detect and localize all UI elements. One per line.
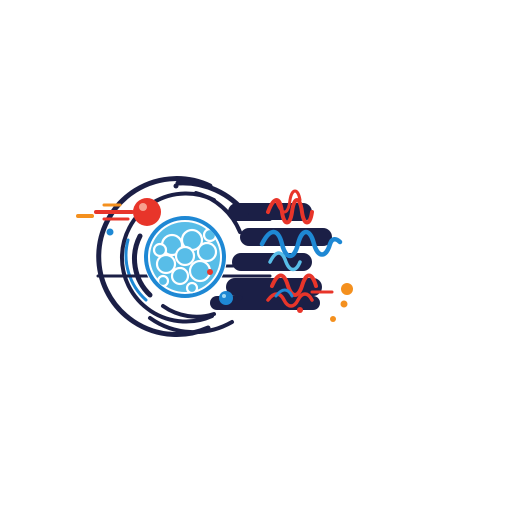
speed-dash [270,220,284,225]
orbit-ring-small [161,304,216,319]
orbit-ring-mid [120,191,216,324]
helix-red-lower [270,273,318,297]
particle-dot [340,300,348,308]
speed-dash [256,246,276,251]
particle-dot [106,228,114,236]
particle-dot [173,183,179,189]
orbit-ring-inner [132,233,153,298]
helix-blue-bottom [274,288,294,298]
helix-blue-mid [259,229,343,259]
particle-dot [222,294,226,298]
orbit-ring-mid-top [194,191,242,234]
orbit-rings-group [96,176,249,337]
particle-dot [219,291,233,305]
particles-group [106,183,353,322]
particle-dot [237,295,243,301]
helix-red-top-back [274,189,302,214]
particle-dot [207,269,213,275]
atom-trail-group [76,203,134,221]
helix-lightblue-mid [268,251,302,272]
nucleus-icon [143,215,227,299]
speed-bar [240,228,332,246]
orbit-ring-blue [124,238,148,302]
orbit-ring-outer [96,176,213,337]
particle-dot [330,316,336,322]
helix-waves-group [259,189,343,308]
orbit-ring-outer-top [175,180,249,217]
red-atom-icon [133,198,161,226]
helix-red-top [266,198,314,225]
particle-dot [341,283,353,295]
orbit-ring-bottom [148,316,234,335]
particle-dot [297,307,303,313]
